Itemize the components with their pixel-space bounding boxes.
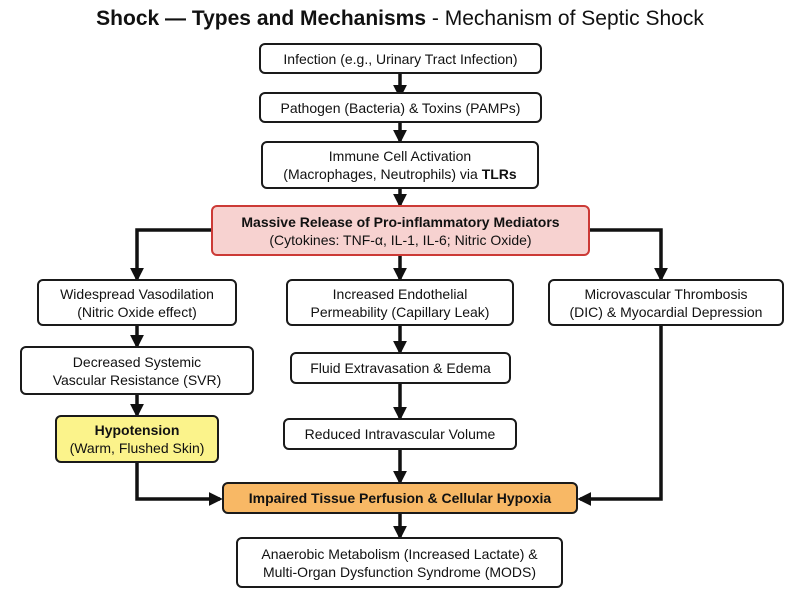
node-immune-activation: Immune Cell Activation (Macrophages, Neu… (261, 141, 539, 189)
node-edema-line-1: Fluid Extravasation & Edema (310, 360, 491, 376)
arrow-hypotension-to-perfusion (135, 463, 223, 506)
node-vasodilation: Widespread Vasodilation (Nitric Oxide ef… (37, 279, 237, 326)
node-infection-line-1: Infection (e.g., Urinary Tract Infection… (283, 50, 518, 67)
node-volume-line-1: Reduced Intravascular Volume (304, 426, 496, 442)
node-edema: Fluid Extravasation & Edema (290, 352, 511, 384)
arrow-thrombosis-to-perfusion (577, 326, 663, 506)
title-main: Shock — Types and Mechanisms (96, 7, 427, 30)
title-subtitle: Mechanism of Septic Shock (444, 7, 704, 30)
node-permeability-line-1: Increased Endothelial (332, 285, 468, 302)
node-mods: Anaerobic Metabolism (Increased Lactate)… (236, 537, 563, 588)
node-mediators-line-1: Massive Release of Pro-inflammatory Medi… (241, 213, 560, 230)
node-mods-line-2: Multi-Organ Dysfunction Syndrome (MODS) (262, 563, 537, 580)
node-reduced-volume: Reduced Intravascular Volume (283, 418, 517, 450)
arrow-mediators-to-thrombosis (590, 228, 668, 282)
node-svr: Decreased Systemic Vascular Resistance (… (20, 346, 254, 395)
arrow-mediators-to-vasodilation (130, 228, 211, 282)
node-mediators-line-2: (Cytokines: TNF-α, IL-1, IL-6; Nitric Ox… (269, 231, 532, 248)
node-permeability-line-2: Permeability (Capillary Leak) (310, 303, 490, 320)
node-mediators: Massive Release of Pro-inflammatory Medi… (211, 205, 590, 256)
diagram-title: Shock — Types and Mechanisms - Mechanism… (0, 6, 800, 32)
node-permeability: Increased Endothelial Permeability (Capi… (286, 279, 514, 326)
node-thrombosis-line-1: Microvascular Thrombosis (584, 285, 748, 302)
node-vasodilation-line-2: (Nitric Oxide effect) (77, 303, 197, 320)
node-hypotension-line-1: Hypotension (94, 422, 180, 438)
node-immune-line-1: Immune Cell Activation (328, 148, 472, 164)
node-vasodilation-line-1: Widespread Vasodilation (60, 285, 214, 302)
node-pathogen-line-1: Pathogen (Bacteria) & Toxins (PAMPs) (280, 99, 521, 116)
node-immune-line-2: (Macrophages, Neutrophils) via TLRs (283, 165, 516, 183)
node-pathogen: Pathogen (Bacteria) & Toxins (PAMPs) (259, 92, 542, 123)
title-separator: - (426, 7, 445, 30)
node-svr-line-1: Decreased Systemic (72, 353, 202, 370)
node-svr-line-2: Vascular Resistance (SVR) (52, 371, 222, 388)
node-mods-line-1: Anaerobic Metabolism (Increased Lactate)… (261, 545, 538, 562)
node-infection: Infection (e.g., Urinary Tract Infection… (259, 43, 542, 74)
node-thrombosis-line-2: (DIC) & Myocardial Depression (569, 303, 763, 320)
node-immune-line-2-bold: TLRs (481, 166, 517, 182)
node-immune-line-2-text: (Macrophages, Neutrophils) via (283, 166, 482, 182)
node-perfusion-line-1: Impaired Tissue Perfusion & Cellular Hyp… (248, 490, 552, 506)
node-perfusion: Impaired Tissue Perfusion & Cellular Hyp… (222, 482, 578, 514)
node-thrombosis: Microvascular Thrombosis (DIC) & Myocard… (548, 279, 784, 326)
node-hypotension-line-2: (Warm, Flushed Skin) (69, 440, 205, 456)
node-hypotension: Hypotension (Warm, Flushed Skin) (55, 415, 219, 463)
